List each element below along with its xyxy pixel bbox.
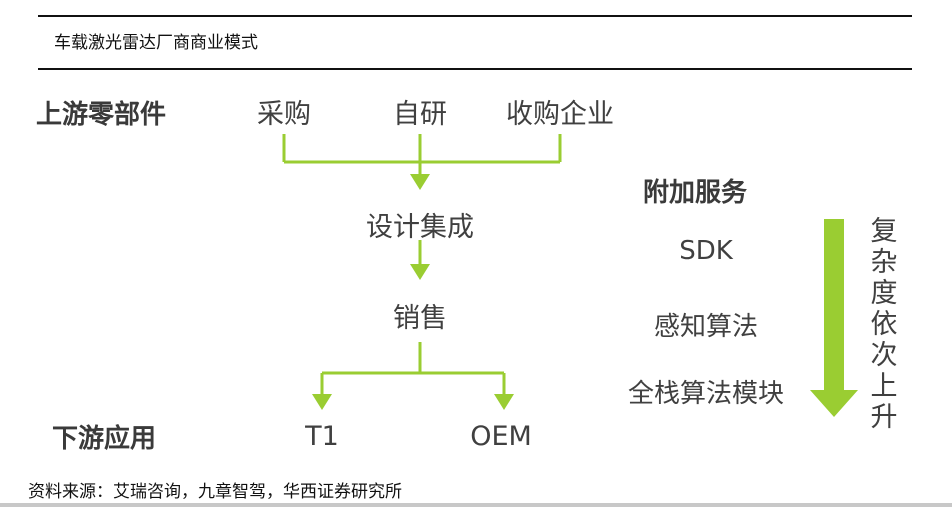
node-t1: T1 [305,421,339,452]
service-sdk: SDK [679,236,733,266]
service-perception: 感知算法 [653,312,759,342]
arrowhead-to-oem [494,394,514,410]
page-title: 车载激光雷达厂商商业模式 [54,33,258,53]
node-sales: 销售 [393,303,447,334]
top-rule [38,15,912,17]
title-rule [38,68,912,70]
complexity-arrow [810,219,858,417]
services-title: 附加服务 [643,178,748,208]
arrowhead-to-sales [410,264,430,280]
node-ziyan: 自研 [393,99,447,130]
arrowhead-to-design [410,174,430,190]
upstream-label: 上游零部件 [36,100,167,130]
node-oem: OEM [470,421,532,452]
bottom-bar [0,503,952,507]
service-fullstack: 全栈算法模块 [627,379,785,409]
complexity-text: 复杂度依次上升 [870,216,898,433]
node-design: 设计集成 [366,212,474,243]
node-shougou: 收购企业 [506,99,614,130]
downstream-label: 下游应用 [52,424,157,454]
source-note: 资料来源：艾瑞咨询，九章智驾，华西证券研究所 [28,482,402,502]
node-caigou: 采购 [257,99,311,130]
arrowhead-to-t1 [312,394,332,410]
